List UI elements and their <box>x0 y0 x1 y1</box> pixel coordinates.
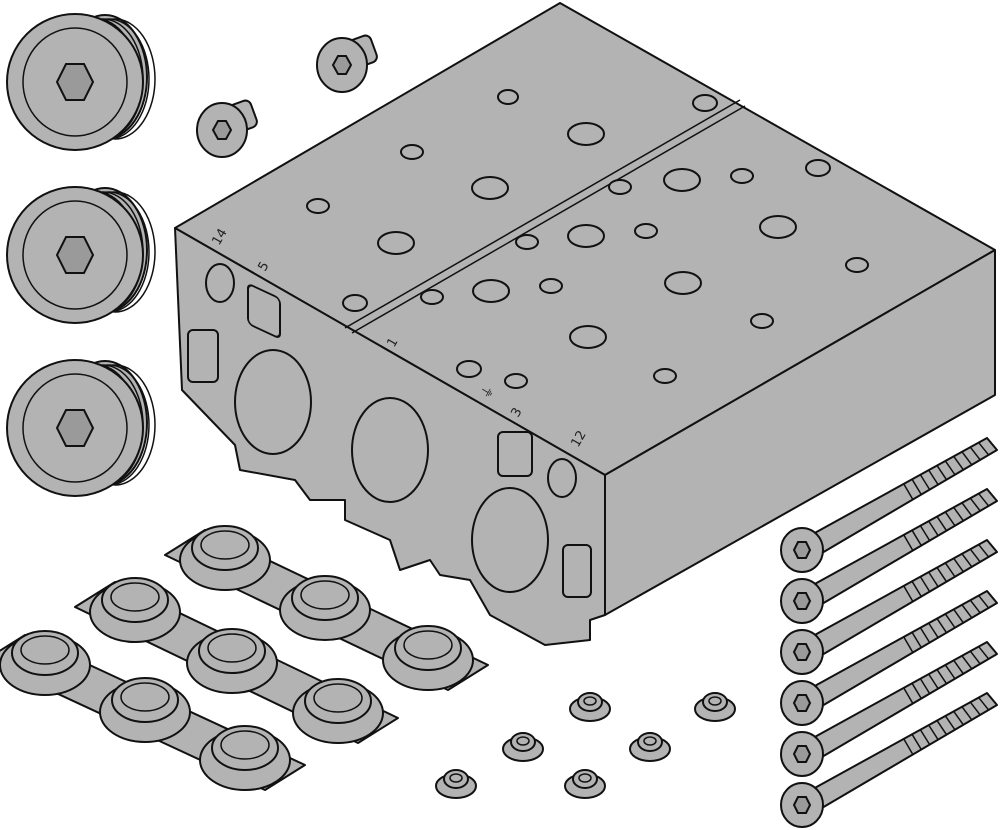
port-large-right <box>471 487 549 593</box>
hex-socket-icon <box>211 120 233 140</box>
seal-plate <box>0 630 306 791</box>
small-seal <box>629 732 671 762</box>
seal-plates <box>0 525 489 791</box>
large-plug <box>6 186 156 324</box>
screw <box>780 488 998 624</box>
small-plug <box>316 34 378 93</box>
hex-socket-icon <box>55 63 95 101</box>
small-seals <box>435 692 736 799</box>
small-seal <box>435 769 477 799</box>
small-seal <box>564 769 606 799</box>
small-seal <box>694 692 736 722</box>
hex-socket-icon <box>792 796 812 814</box>
port-label-12: 12 <box>568 428 589 450</box>
port-large-left <box>234 349 312 455</box>
hex-socket-icon <box>792 643 812 661</box>
small-seal <box>569 692 611 722</box>
manifold-block: 14 5 1 ⏚ 3 12 <box>174 2 996 646</box>
screws <box>780 437 998 828</box>
hex-socket-icon <box>792 694 812 712</box>
screw <box>780 539 998 675</box>
hex-socket-icon <box>55 236 95 274</box>
port-large-middle <box>351 397 429 503</box>
large-plug <box>6 359 156 497</box>
port-5-square <box>247 284 281 338</box>
ground-icon: ⏚ <box>478 383 497 402</box>
screw <box>780 692 998 828</box>
screw <box>780 641 998 777</box>
hex-socket-icon <box>792 592 812 610</box>
hex-socket-icon <box>792 745 812 763</box>
hex-socket-icon <box>792 541 812 559</box>
screw <box>780 437 998 573</box>
small-plugs <box>196 34 378 158</box>
top-holes <box>306 89 869 389</box>
large-plugs <box>6 13 156 497</box>
seal-plate <box>74 577 399 744</box>
seal-plate <box>164 525 489 691</box>
port-label-14: 14 <box>209 226 230 248</box>
screw <box>780 590 998 726</box>
small-plug <box>196 99 258 158</box>
port-14 <box>205 263 235 303</box>
hex-socket-icon <box>55 409 95 447</box>
small-seal <box>502 732 544 762</box>
port-12 <box>547 458 577 498</box>
large-plug <box>6 13 156 151</box>
hex-socket-icon <box>331 55 353 75</box>
